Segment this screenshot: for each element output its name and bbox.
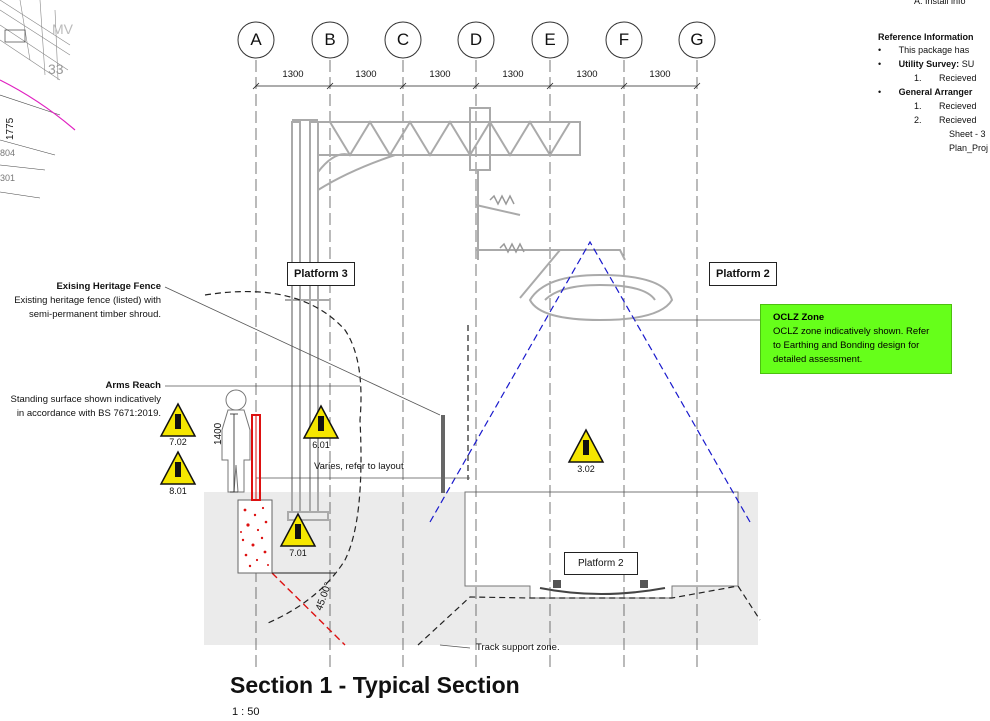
ref-num-1b: 1. xyxy=(914,101,922,111)
heritage-fence xyxy=(441,415,445,493)
ref-ga-label: General Arranger xyxy=(898,87,973,97)
arms-title: Arms Reach xyxy=(105,380,161,391)
arms-line2: in accordance with BS 7671:2019. xyxy=(16,408,161,419)
grid-label-f: F xyxy=(618,30,630,49)
ref-num-1a: 1. xyxy=(914,73,922,83)
oclz-title: OCLZ Zone xyxy=(773,312,825,323)
ref-utility-label: Utility Survey: xyxy=(898,59,960,69)
dim-label-fg: 1300 xyxy=(649,69,671,80)
oclz-line1: OCLZ zone indicatively shown. Refer xyxy=(773,326,930,337)
background-map xyxy=(0,0,71,199)
ref-ga-2b: Sheet - 3 xyxy=(949,129,986,139)
warning-sign-801 xyxy=(159,450,197,485)
angle-line xyxy=(271,572,346,646)
oclz-line3: detailed assessment. xyxy=(773,354,863,365)
map-label-33: 33 xyxy=(48,61,64,77)
warning-sign-702 xyxy=(159,402,197,437)
fence-line1: Existing heritage fence (listed) with xyxy=(14,295,161,306)
grid-label-b: B xyxy=(324,30,336,49)
arms-reach-arc xyxy=(204,290,362,624)
person-figure xyxy=(221,389,251,493)
track-support-label: Track support zone. xyxy=(476,642,560,653)
dim-label-de: 1300 xyxy=(502,69,524,80)
dim-label-cd: 1300 xyxy=(429,69,451,80)
ref-item-ga: • General Arranger xyxy=(878,87,973,97)
ref-item-1-text: This package has xyxy=(898,45,970,55)
insulators xyxy=(489,194,525,254)
ref-utility-value: SU xyxy=(959,59,975,69)
dim-label-ab: 1300 xyxy=(282,69,304,80)
sign-label-801: 8.01 xyxy=(169,486,187,496)
platform-2-track-label: Platform 2 xyxy=(564,552,638,575)
grid-label-g: G xyxy=(690,30,704,49)
grid-bubbles xyxy=(237,21,716,59)
dim-label-bc: 1300 xyxy=(355,69,377,80)
varies-label: Varies, refer to layout xyxy=(314,461,404,472)
grid-label-d: D xyxy=(469,30,483,49)
ref-item-utility: • Utility Survey: SU xyxy=(878,59,975,69)
ref-ga-2: 2. Recieved xyxy=(914,113,977,127)
ref-utility-1-text: Recieved xyxy=(939,73,977,83)
dimension-line xyxy=(252,82,701,90)
person-dimension xyxy=(230,413,238,493)
ref-top-cut: A. Install info xyxy=(914,0,966,6)
map-label-301: 301 xyxy=(0,173,16,183)
ref-ga-2-text: Recieved xyxy=(939,115,977,125)
sign-label-302: 3.02 xyxy=(577,464,595,474)
grid-label-a: A xyxy=(250,30,262,49)
ref-item-1: • This package has xyxy=(878,45,970,55)
ref-ga-1: 1. Recieved xyxy=(914,99,977,113)
platform-2-label: Platform 2 xyxy=(709,262,777,286)
foundation-hatching xyxy=(240,506,269,568)
track-support-zone xyxy=(417,585,761,646)
foundation-block xyxy=(237,499,273,574)
ref-ga-2c: Plan_Proj xyxy=(949,143,989,153)
person-height-label: 1400 xyxy=(213,422,224,445)
sign-label-702: 7.02 xyxy=(169,437,187,447)
warning-sign-302 xyxy=(567,428,605,463)
warning-sign-701 xyxy=(279,512,317,547)
map-label-804: 804 xyxy=(0,148,16,158)
overhead-gantry xyxy=(285,107,674,521)
platform-3-label: Platform 3 xyxy=(287,262,355,286)
warning-sign-601 xyxy=(302,404,340,439)
ref-num-2: 2. xyxy=(914,115,922,125)
dim-label-ef: 1300 xyxy=(576,69,598,80)
ref-ga-1-text: Recieved xyxy=(939,101,977,111)
section-title: Section 1 - Typical Section xyxy=(230,672,520,698)
fence-title: Exising Heritage Fence xyxy=(56,281,161,292)
fence-line2: semi-permanent timber shroud. xyxy=(29,309,161,320)
rail-left xyxy=(553,580,561,588)
sign-label-601: 6.01 xyxy=(312,440,330,450)
ref-heading: Reference Information xyxy=(878,32,974,42)
grid-label-e: E xyxy=(544,30,556,49)
map-label-1775: 1775 xyxy=(5,117,16,140)
rail xyxy=(539,587,666,595)
leaders xyxy=(164,286,760,649)
map-magenta-line xyxy=(0,79,76,131)
oclz-callout: OCLZ Zone OCLZ zone indicatively shown. … xyxy=(760,304,952,374)
oclz-cone xyxy=(429,240,751,523)
ref-utility-1: 1. Recieved xyxy=(914,71,977,85)
sign-label-701: 7.01 xyxy=(289,548,307,558)
map-label-mv: MV xyxy=(52,21,73,37)
scale-label: 1 : 50 xyxy=(232,706,260,718)
grid-label-c: C xyxy=(396,30,410,49)
oclz-line2: to Earthing and Bonding design for xyxy=(773,340,920,351)
arms-line1: Standing surface shown indicatively xyxy=(10,394,161,405)
rail-right xyxy=(640,580,648,588)
